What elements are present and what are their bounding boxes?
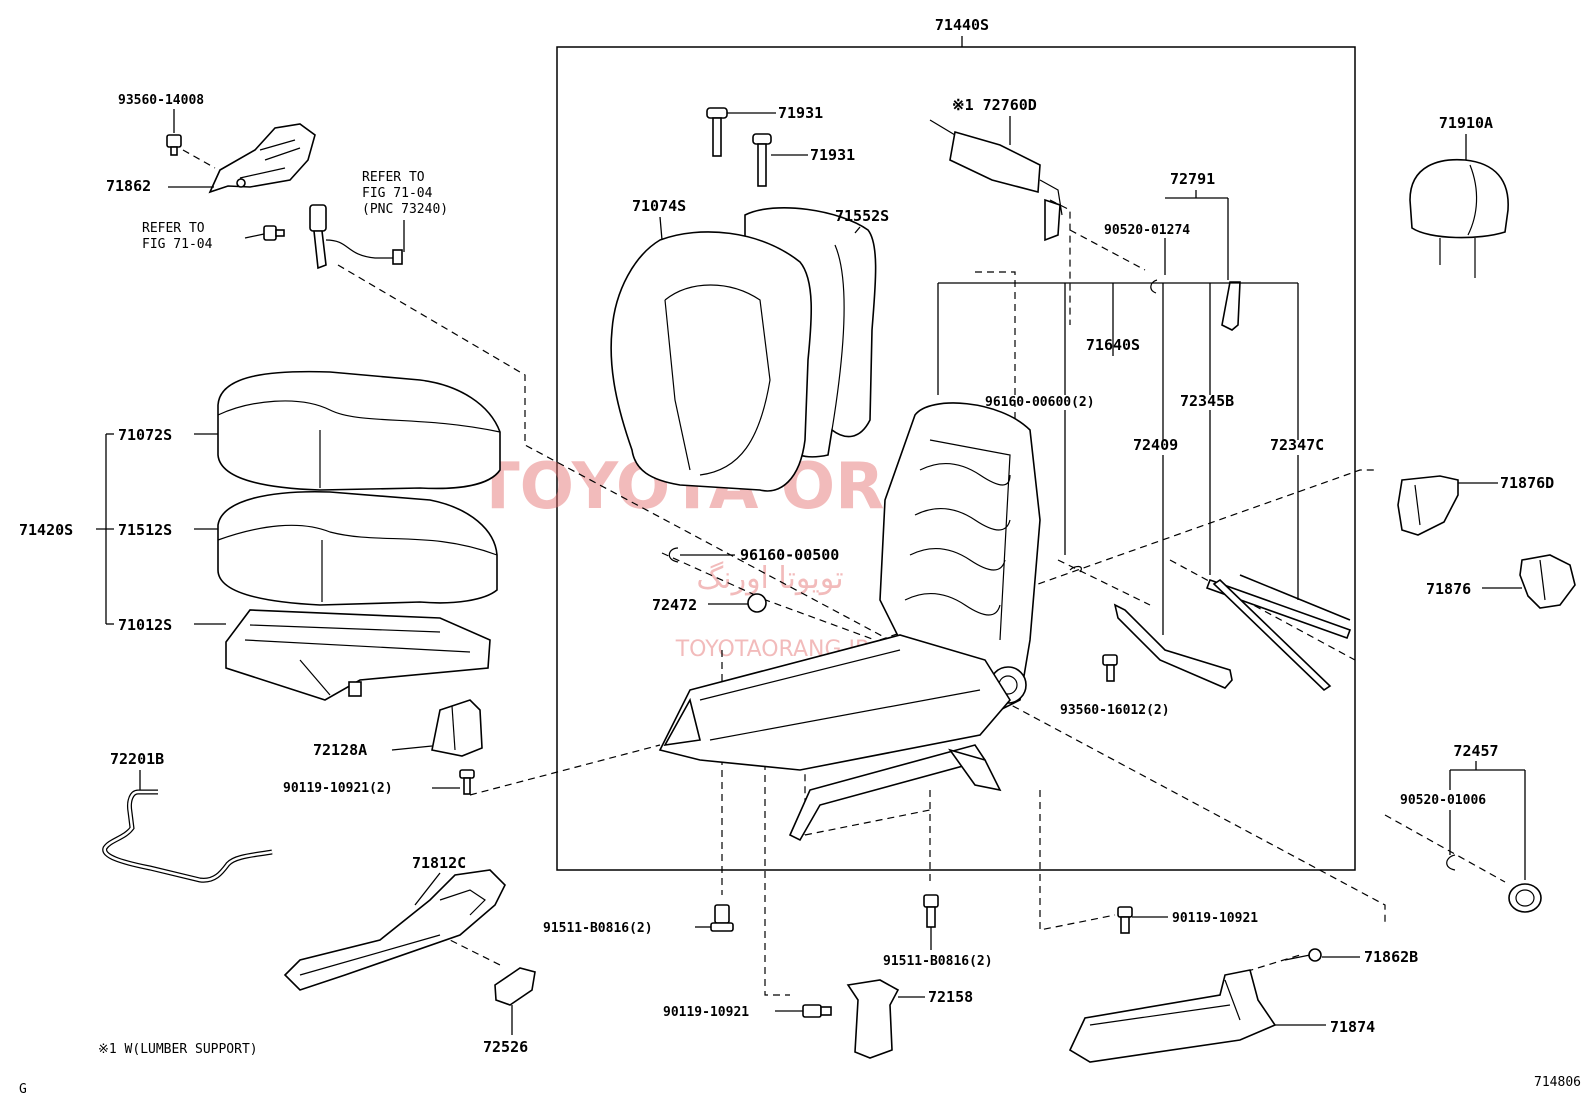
label-71812C: 71812C <box>412 854 466 872</box>
knob-72457 <box>1508 883 1542 913</box>
label-71420S: 71420S <box>19 521 73 539</box>
cap-72472 <box>747 593 767 613</box>
label-93560-16012: 93560-16012(2) <box>1060 703 1170 718</box>
label-71072S: 71072S <box>118 426 172 444</box>
ref-fig-a-line1: REFER TO <box>362 170 425 185</box>
part-72457-group: 72457 90520-01006 <box>1400 742 1542 913</box>
headrest-guide-71931-b <box>752 133 772 187</box>
label-71862: 71862 <box>106 177 151 195</box>
seatback-group: 71074S 71552S <box>610 197 889 492</box>
ref-fig-a-line2: FIG 71-04 <box>362 186 433 201</box>
label-71931-a: 71931 <box>778 104 823 122</box>
part-72760D-group: ※1 72760D <box>929 96 1063 242</box>
label-72158: 72158 <box>928 988 973 1006</box>
part-71862-group: 93560-14008 71862 <box>106 93 316 195</box>
label-71876: 71876 <box>1426 580 1471 598</box>
cushion-frame-71012S <box>225 609 491 701</box>
ref-fig-a-line3: (PNC 73240) <box>362 202 448 217</box>
figure-id: 714806 <box>1534 1075 1581 1090</box>
label-71876D: 71876D <box>1500 474 1554 492</box>
part-96160-00500-group: 96160-00500 72472 <box>652 546 839 614</box>
part-72201B-group: 72201B <box>102 750 273 883</box>
label-72791: 72791 <box>1170 170 1215 188</box>
knob-72791 <box>1221 281 1241 331</box>
label-91511-B0816-a: 91511-B0816(2) <box>543 921 653 936</box>
part-72158-group: 72158 <box>846 979 973 1059</box>
label-93560-14008: 93560-14008 <box>118 93 204 108</box>
label-91511-B0816-b: 91511-B0816(2) <box>883 954 993 969</box>
bolt-90119-10921-a: 90119-10921 <box>1117 906 1258 934</box>
ref-fig-b-line1: REFER TO <box>142 221 205 236</box>
headrest-guide-71931-a <box>706 107 728 157</box>
label-71074S: 71074S <box>632 197 686 215</box>
cushion-cover-71512S <box>217 490 498 606</box>
bolt-93560-14008 <box>166 134 182 156</box>
cover-71874 <box>1068 969 1277 1063</box>
label-96160-00600: 96160-00600(2) <box>985 395 1095 410</box>
label-72347C: 72347C <box>1270 436 1324 454</box>
label-72457: 72457 <box>1453 742 1498 760</box>
label-72345B: 72345B <box>1180 392 1234 410</box>
wire-72409-rods <box>1069 565 1352 692</box>
footnote-lumber-support: ※1 W(LUMBER SUPPORT) <box>98 1042 258 1057</box>
seat-cushion-group-71420S: 71420S 71072S 71512S 71012S <box>19 370 501 701</box>
label-90520-01006: 90520-01006 <box>1400 793 1486 808</box>
label-71862B: 71862B <box>1364 948 1418 966</box>
label-71931-b: 71931 <box>810 146 855 164</box>
label-72128A: 72128A <box>313 741 367 759</box>
label-96160-00500: 96160-00500 <box>740 546 839 564</box>
lumbar-support-72760D <box>949 130 1041 194</box>
headrest-71910A <box>1409 158 1509 239</box>
label-90119-10921-2: 90119-10921(2) <box>283 781 393 796</box>
bolt-ref-fig <box>263 225 285 241</box>
bracket-72158 <box>846 979 900 1059</box>
label-90520-01274: 90520-01274 <box>1104 223 1190 238</box>
cover-72128A <box>431 699 483 757</box>
seat-belt-buckle-ref: REFER TO FIG 71-04 (PNC 73240) REFER TO … <box>142 170 448 270</box>
bolt-90119-10921-b: 90119-10921 <box>663 1004 832 1020</box>
shield-71812C <box>283 869 506 991</box>
part-71874-group: 71862B 71874 <box>1068 948 1418 1063</box>
corner-mark: G <box>19 1082 27 1097</box>
label-71512S: 71512S <box>118 521 172 539</box>
label-72472: 72472 <box>652 596 697 614</box>
assembly-frame-71440S: 71440S <box>556 16 1356 871</box>
part-93560-16012-group: 93560-16012(2) <box>1060 654 1170 718</box>
part-72791-group: 72791 90520-01274 <box>1104 170 1241 331</box>
bolt-91511-B0816-a: 91511-B0816(2) <box>543 904 734 936</box>
label-71910A: 71910A <box>1439 114 1493 132</box>
label-71012S: 71012S <box>118 616 172 634</box>
seat-track-frame <box>658 634 1011 842</box>
cover-71876 <box>1519 554 1576 609</box>
bolt-91511-B0816-b: 91511-B0816(2) <box>883 894 993 969</box>
bolt-90119-10921-2 <box>459 769 475 795</box>
seatback-pad-71074S <box>610 231 813 492</box>
label-72201B: 72201B <box>110 750 164 768</box>
part-71640S-group: 71640S 96160-00600(2) 72345B 72409 72347… <box>937 282 1324 635</box>
label-71440S: 71440S <box>935 16 989 34</box>
part-72128A-group: 72128A 90119-10921(2) <box>283 699 483 796</box>
label-72409: 72409 <box>1133 436 1178 454</box>
part-71910A-group: 71910A <box>1409 114 1509 278</box>
label-72526: 72526 <box>483 1038 528 1056</box>
part-71876-group: 71876D 71876 <box>1397 474 1576 609</box>
cushion-pad-71072S <box>217 370 501 491</box>
bracket-71862 <box>208 123 316 194</box>
label-72760D: ※1 72760D <box>952 96 1037 114</box>
label-90119-10921-a: 90119-10921 <box>1172 911 1258 926</box>
cover-71876D <box>1397 475 1459 536</box>
ref-fig-b-line2: FIG 71-04 <box>142 237 213 252</box>
watermark-persian: تویوتا اورنگ <box>696 561 843 596</box>
part-71812C-group: 71812C 72526 <box>283 854 536 1056</box>
label-90119-10921-b: 90119-10921 <box>663 1005 749 1020</box>
part-71931-group: 71931 71931 <box>706 104 855 187</box>
label-71552S: 71552S <box>835 207 889 225</box>
label-71874: 71874 <box>1330 1018 1375 1036</box>
cap-72526 <box>494 967 536 1006</box>
